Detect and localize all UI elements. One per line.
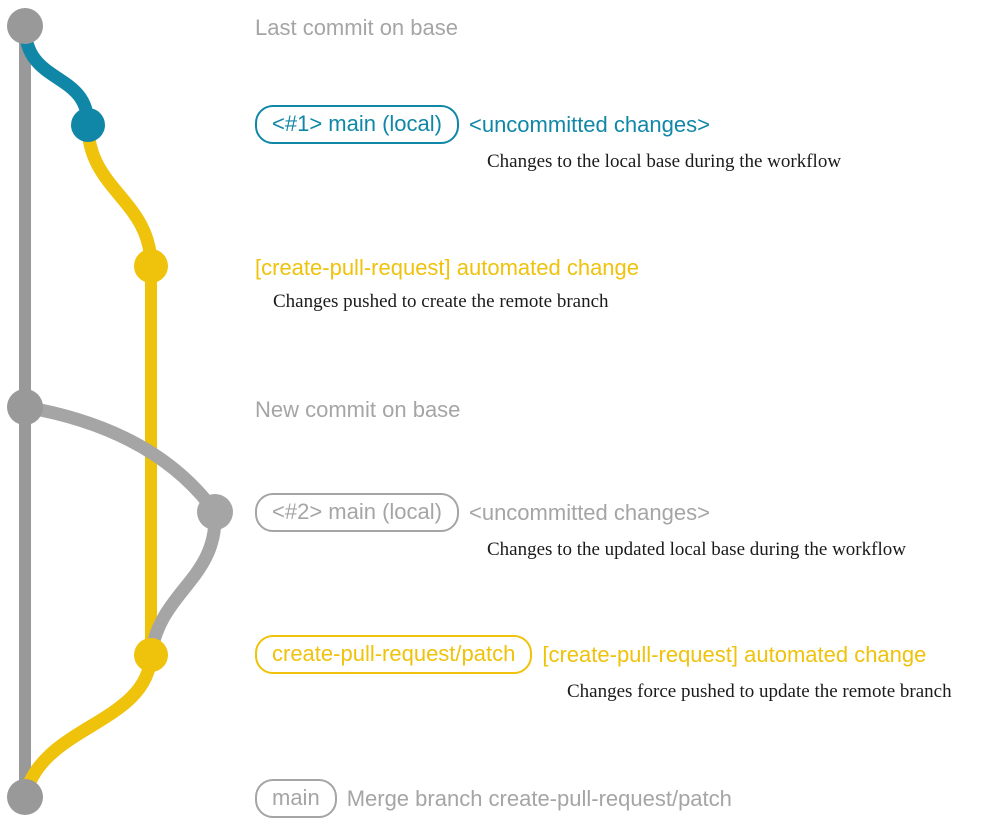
commit-note: Changes force pushed to update the remot… — [567, 681, 952, 702]
edge-automated-change-2-to-merge — [18, 648, 158, 804]
branch-badge-local-main-2[interactable]: <#2> main (local) — [255, 493, 459, 532]
node-last-commit-on-base[interactable] — [7, 8, 43, 44]
commit-title: Last commit on base — [255, 15, 458, 40]
branch-badge-create-pull-request-patch[interactable]: create-pull-request/patch — [255, 635, 533, 674]
commit-title: New commit on base — [255, 397, 461, 422]
node-merge-commit[interactable] — [7, 779, 43, 815]
node-automated-change-1[interactable] — [134, 249, 168, 283]
branch-badge-local-main-1[interactable]: <#1> main (local) — [255, 105, 459, 144]
commit-title: <uncommitted changes> — [468, 111, 710, 137]
edge-local-main-2-to-automated-change-2 — [144, 505, 222, 662]
commit-note: Changes pushed to create the remote bran… — [273, 291, 609, 312]
node-local-main-2[interactable] — [197, 494, 233, 530]
node-automated-change-2[interactable] — [134, 638, 168, 672]
commit-title: Merge branch create-pull-request/patch — [346, 785, 732, 811]
node-new-commit-on-base[interactable] — [7, 389, 43, 425]
edge-local-main-1-to-automated-change-1 — [81, 118, 158, 273]
commit-note: Changes to the local base during the wor… — [487, 151, 842, 172]
commit-title: <uncommitted changes> — [468, 499, 710, 525]
commit-title: [create-pull-request] automated change — [542, 641, 927, 667]
edge-new-base-to-local-main-2 — [18, 400, 222, 519]
commit-title: [create-pull-request] automated change — [255, 255, 640, 280]
branch-badge-main[interactable]: main — [255, 779, 337, 818]
commit-graph — [7, 8, 233, 815]
commit-note: Changes to the updated local base during… — [487, 539, 906, 560]
node-local-main-1[interactable] — [71, 108, 105, 142]
